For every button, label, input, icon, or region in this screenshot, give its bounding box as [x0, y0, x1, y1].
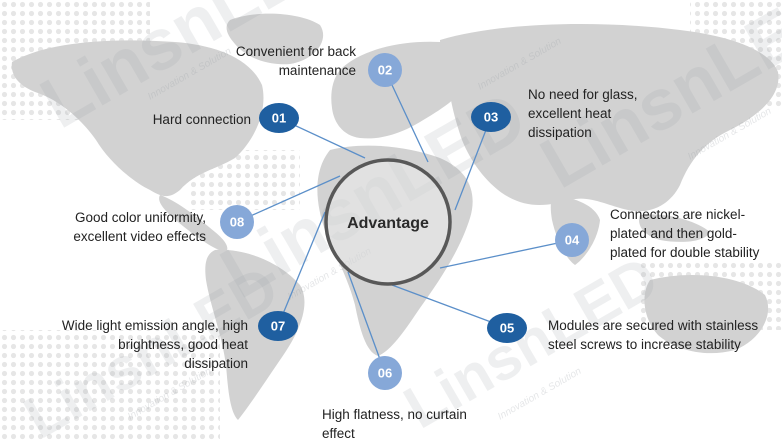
badge-number-04: 04	[565, 233, 580, 248]
continent-europe	[331, 41, 474, 139]
item-label-07: Wide light emission angle, high brightne…	[61, 318, 248, 371]
number-badges: 01 02 03 04 05 06 07 08	[220, 53, 589, 390]
badge-shape-02	[368, 53, 402, 87]
badge-shape-01	[259, 103, 299, 133]
continent-southeast-asia	[639, 214, 710, 242]
connector-line-03	[454, 116, 492, 211]
connector-line-07	[277, 211, 326, 327]
continent-greenland	[226, 13, 324, 65]
item-label-02: Convenient for back maintenance	[235, 44, 356, 78]
badge-shape-07	[258, 311, 298, 341]
badge-06: 06	[368, 356, 402, 390]
continent-asia	[440, 24, 779, 212]
connector-line-04	[439, 239, 573, 269]
badge-number-07: 07	[271, 319, 285, 334]
badge-number-01: 01	[272, 111, 286, 126]
badge-shape-03	[471, 102, 511, 132]
badge-05: 05	[487, 313, 527, 343]
item-label-03: No need for glass, excellent heat dissip…	[528, 87, 638, 140]
badge-number-03: 03	[484, 110, 498, 125]
badge-03: 03	[471, 102, 511, 132]
connector-line-05	[391, 284, 508, 329]
badge-number-02: 02	[378, 63, 392, 78]
badge-shape-05	[487, 313, 527, 343]
continent-north-america	[11, 40, 264, 197]
badge-shape-06	[368, 356, 402, 390]
badge-number-08: 08	[230, 215, 244, 230]
continent-africa	[317, 145, 473, 356]
continent-south-america	[205, 249, 305, 420]
item-label-06: High flatness, no curtain effect	[322, 407, 467, 441]
badge-shape-04	[555, 223, 589, 257]
connector-line-08	[236, 175, 341, 223]
item-label-05: Modules are secured with stainless steel…	[548, 318, 759, 352]
badge-07: 07	[258, 311, 298, 341]
center-label: Advantage	[347, 215, 429, 232]
badge-08: 08	[220, 205, 254, 239]
connector-line-06	[347, 271, 386, 374]
badge-04: 04	[555, 223, 589, 257]
dot-pattern-bottom-left	[0, 330, 220, 441]
badge-number-06: 06	[378, 366, 392, 381]
badge-number-05: 05	[500, 321, 514, 336]
center-ring	[324, 158, 452, 286]
center-node: Advantage	[324, 158, 452, 286]
item-label-04: Connectors are nickel-plated and then go…	[610, 207, 760, 260]
item-label-08: Good color uniformity, excellent video e…	[73, 210, 206, 244]
continent-australia	[644, 275, 769, 354]
item-label-01: Hard connection	[152, 112, 251, 127]
badge-shape-08	[220, 205, 254, 239]
continent-central-america	[159, 195, 228, 252]
badge-02: 02	[368, 53, 402, 87]
badge-01: 01	[259, 103, 299, 133]
